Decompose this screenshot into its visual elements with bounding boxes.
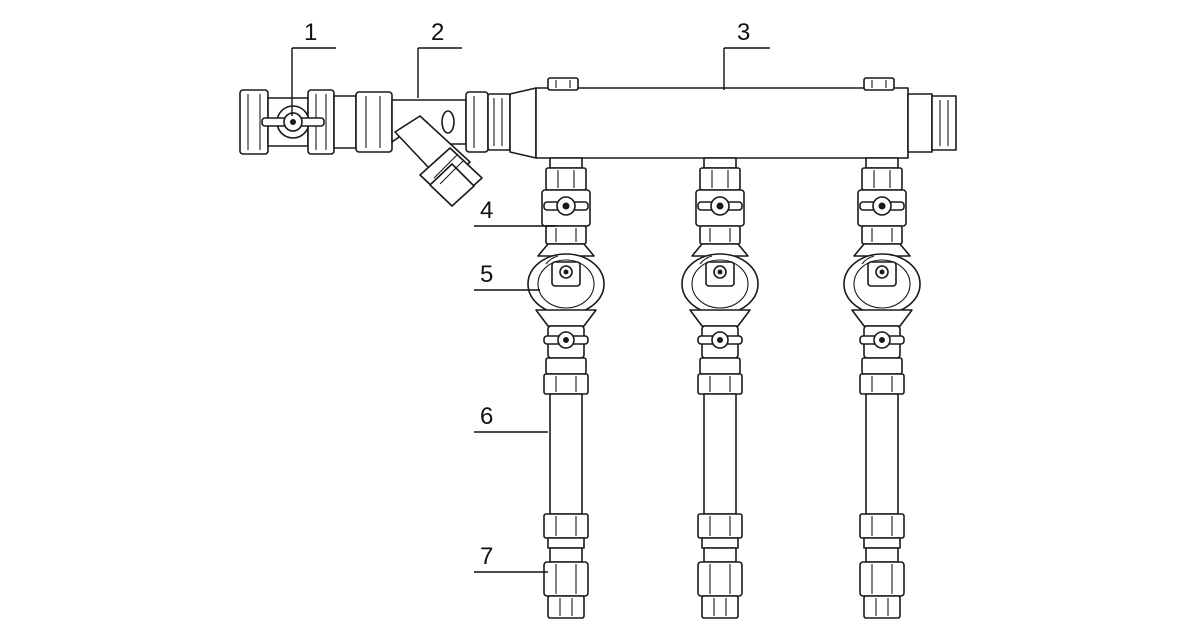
outlet-branch-3 (843, 157, 921, 619)
shutoff-ball-valve (695, 189, 745, 245)
outlet-branch-1 (527, 157, 605, 619)
lower-ball-valve (697, 325, 743, 359)
outlet-branch-2 (681, 157, 759, 619)
callout-3: 3 (737, 19, 750, 46)
outlet-branches (527, 157, 921, 619)
manifold-body (509, 77, 957, 159)
callout-4: 4 (480, 197, 493, 224)
upper-union-nut (861, 157, 903, 191)
upper-union-nut (699, 157, 741, 191)
shutoff-ball-valve (857, 189, 907, 245)
callout-7: 7 (480, 543, 493, 570)
pipe-union-lower (697, 513, 743, 619)
flow-meter (843, 243, 921, 327)
pipe-union-upper (697, 357, 743, 395)
leader-lines (291, 47, 770, 573)
inlet-ball-valve (239, 89, 357, 155)
pipe-union-upper (859, 357, 905, 395)
callout-1: 1 (304, 19, 317, 46)
upper-union-nut (545, 157, 587, 191)
pipe-union-upper (543, 357, 589, 395)
lower-ball-valve (859, 325, 905, 359)
flow-meter (681, 243, 759, 327)
callout-2: 2 (431, 19, 444, 46)
connection-pipe (549, 393, 583, 515)
pipe-union-lower (543, 513, 589, 619)
flow-meter (527, 243, 605, 327)
shutoff-ball-valve (541, 189, 591, 245)
y-strainer-filter (355, 91, 511, 207)
connection-pipe (703, 393, 737, 515)
connection-pipe (865, 393, 899, 515)
callout-6: 6 (480, 403, 493, 430)
lower-ball-valve (543, 325, 589, 359)
callout-5: 5 (480, 261, 493, 288)
pipe-union-lower (859, 513, 905, 619)
